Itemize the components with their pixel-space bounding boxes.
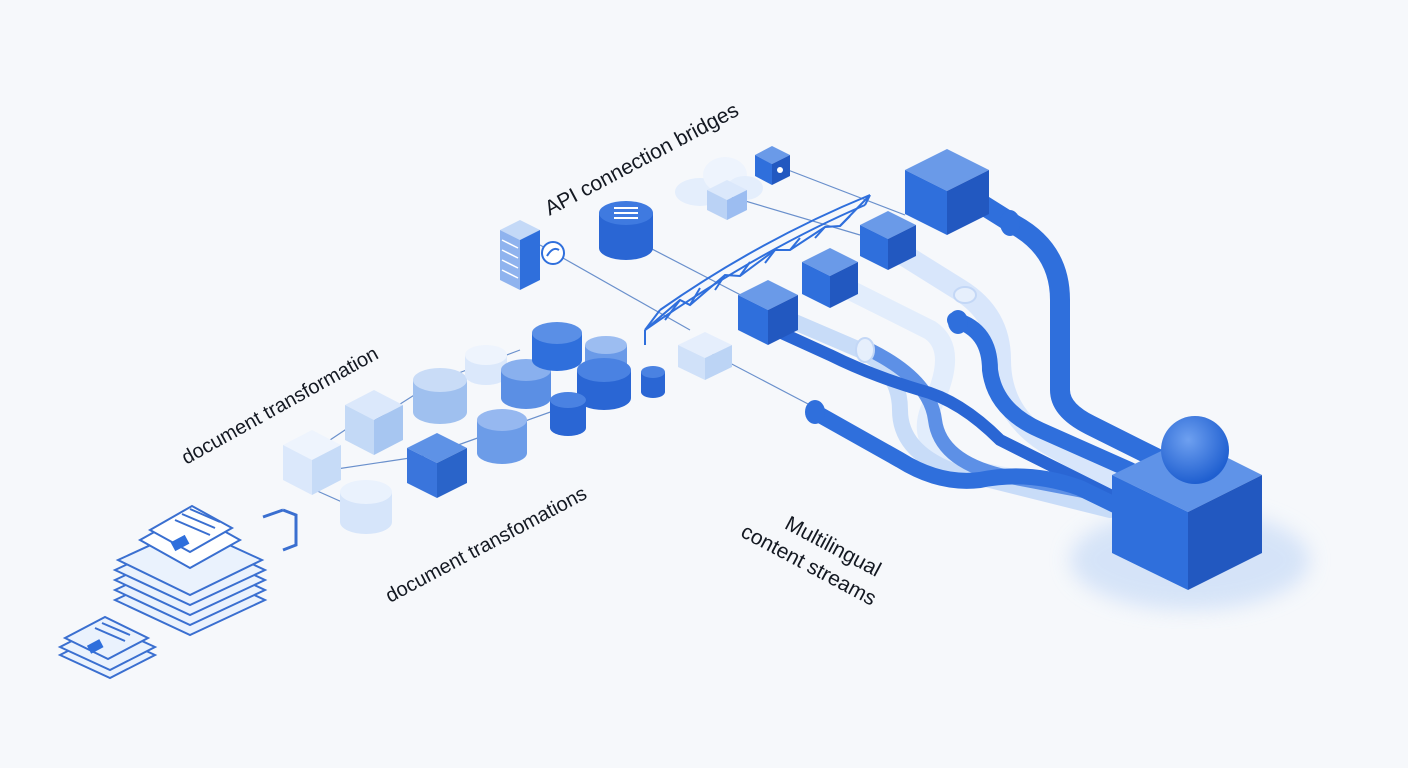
cylinder-6 [532, 322, 582, 371]
bracket-icon [262, 508, 298, 552]
link-icon [541, 241, 565, 265]
cylinder-1 [340, 480, 392, 534]
document-stack-icon [112, 504, 268, 637]
cylinder-2 [413, 368, 467, 424]
bridge-icon [644, 194, 871, 345]
cube-pale [283, 430, 341, 495]
hub-sphere [1161, 416, 1229, 484]
cylinder-10 [641, 366, 665, 398]
chip-icon [755, 146, 790, 185]
cube-mid-2 [802, 248, 858, 308]
cloud-icon [675, 157, 763, 220]
document-icon [57, 615, 158, 680]
cylinder-3 [465, 345, 507, 385]
cylinder-9 [550, 392, 586, 436]
cube-bridge-end [678, 332, 732, 380]
source-cubes [738, 149, 989, 345]
cube-light [345, 390, 403, 455]
cylinder-5 [477, 409, 527, 464]
cube-mid-1 [860, 211, 916, 270]
transformation-grid [283, 322, 732, 534]
cube-mid-3 [738, 280, 798, 345]
cube-blue [407, 433, 467, 498]
cube-top-right [905, 149, 989, 235]
content-stream-pipes [769, 190, 1170, 518]
database-icon [599, 201, 653, 260]
server-icon [500, 220, 540, 290]
cylinder-8 [577, 358, 631, 410]
pipe-collars [805, 210, 1020, 424]
